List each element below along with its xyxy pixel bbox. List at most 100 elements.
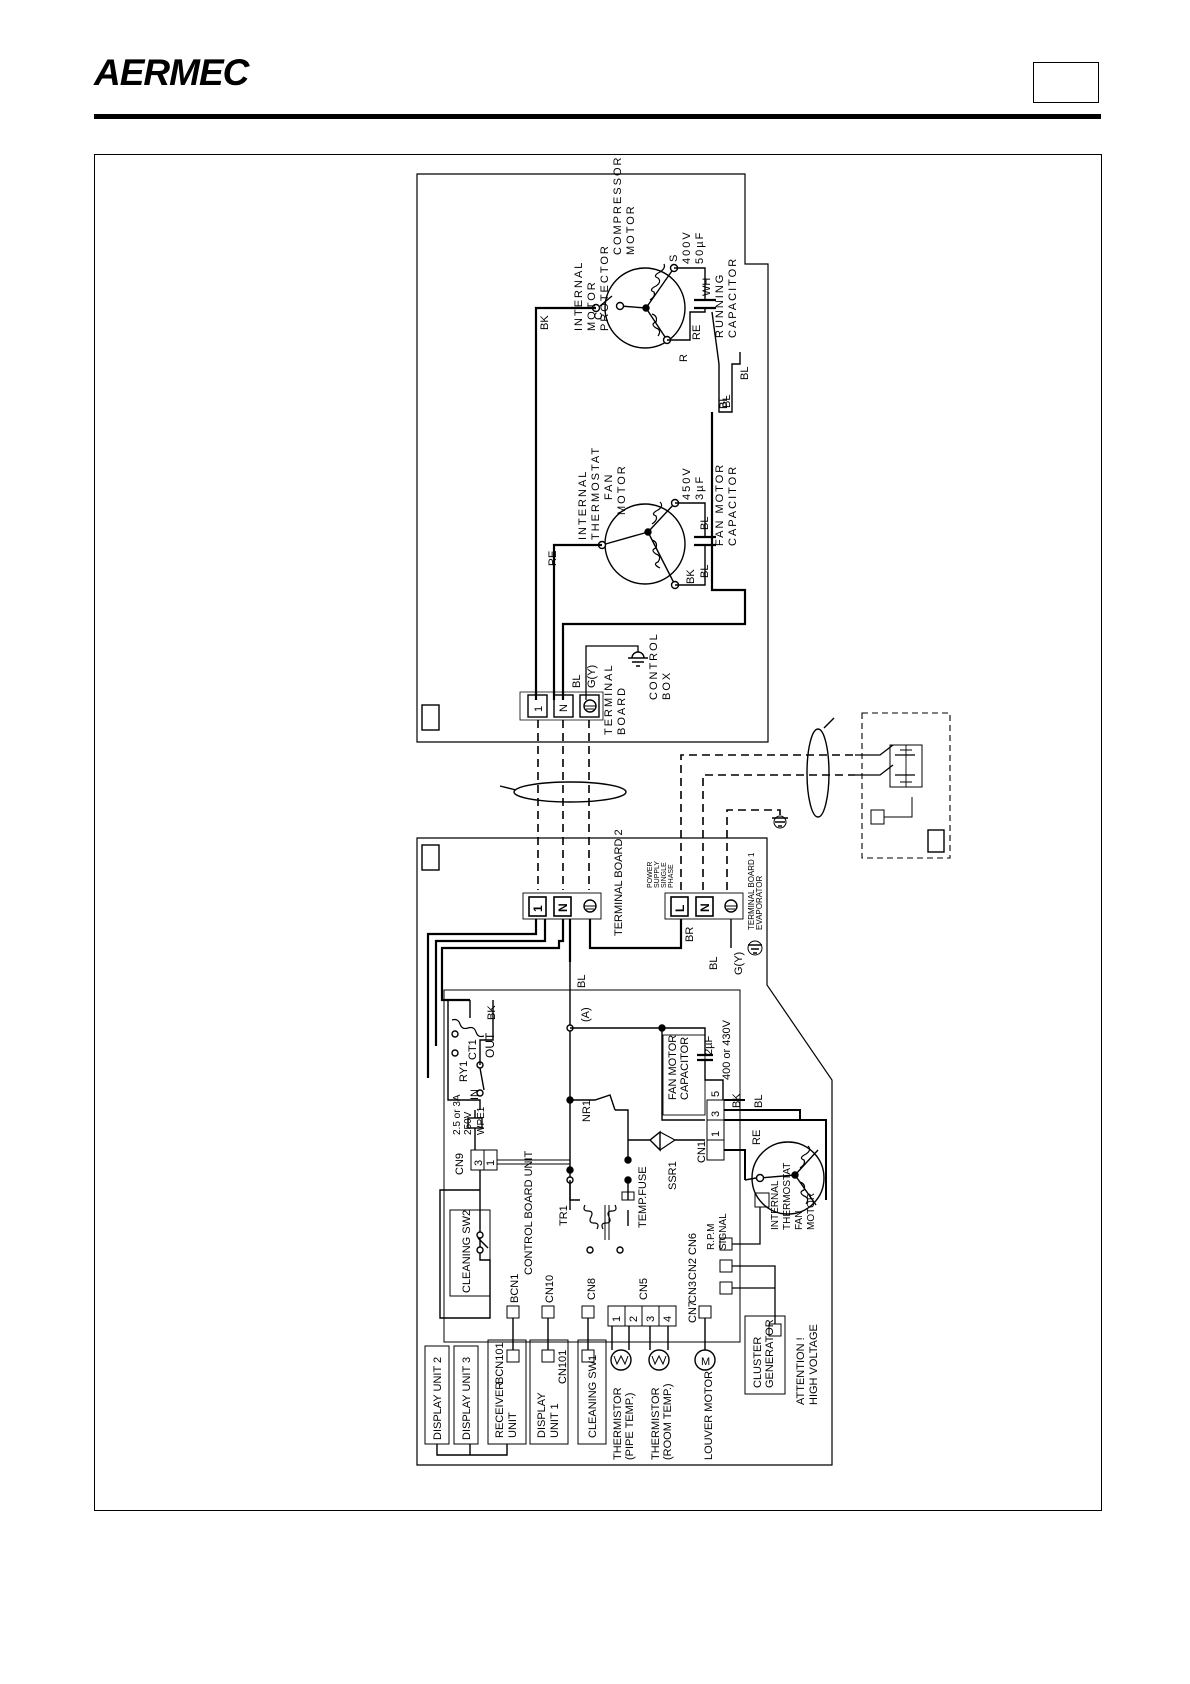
label-2uf: 2µF	[703, 1036, 715, 1055]
label-bl-1: BL	[721, 395, 733, 408]
indoor-unit-box	[416, 837, 833, 1466]
label-tb1-l: L	[673, 905, 687, 912]
label-cn6: CN6	[687, 1233, 699, 1255]
outdoor-terminal-gnd	[579, 694, 600, 718]
label-box: BOX	[661, 671, 673, 700]
label-it-motor: MOTOR	[806, 1193, 817, 1230]
label-signal: SIGNAL	[718, 1213, 729, 1250]
label-receiver-unit: UNIT	[507, 1412, 519, 1438]
label-tr1: TR1	[558, 1205, 570, 1226]
indoor-fan-motor-circle	[751, 1141, 825, 1215]
label-fan-re: RE	[547, 551, 559, 566]
label-in: IN	[469, 1089, 481, 1100]
label-pin-c: C	[593, 312, 605, 320]
label-rpm: R.P.M	[706, 1224, 717, 1251]
label-it-fan: FAN	[794, 1211, 805, 1230]
label-receiver: RECEIVER	[494, 1382, 506, 1438]
label-display-unit-3: DISPLAY UNIT 3	[461, 1357, 473, 1440]
thermistor-room-symbol	[648, 1349, 670, 1371]
label-display-unit-1: UNIT 1	[549, 1403, 561, 1438]
label-fan-bl: BL	[699, 517, 711, 530]
display-unit-3-box	[453, 1345, 479, 1445]
label-out-bl: BL	[571, 675, 583, 688]
label-cleaning-sw1: CLEANING SW1	[587, 1355, 599, 1438]
label-internal: INTERNAL	[573, 261, 585, 331]
cleaning-sw1-box	[577, 1339, 607, 1445]
label-pipe-temp: (PIPE TEMP.)	[624, 1393, 636, 1460]
label-protector: PROTECTOR	[599, 244, 611, 331]
label-compressor-motor: MOTOR	[625, 204, 637, 255]
label-fan-bl-2: BL	[699, 565, 711, 578]
terminal-board-1	[664, 892, 744, 920]
label-cn1-pin5: 5	[710, 1091, 722, 1097]
label-fan-motor: MOTOR	[616, 464, 628, 515]
label-cluster: CLUSTER	[752, 1337, 764, 1388]
label-cn1-pin3: 3	[710, 1111, 722, 1117]
label-cn101: CN101	[557, 1350, 569, 1384]
label-it-internal: INTERNAL	[770, 1180, 781, 1230]
label-thermistor-room: THERMISTOR	[650, 1387, 662, 1460]
label-out-gy: G(Y)	[586, 665, 598, 688]
label-cn1-pin1: 1	[710, 1131, 722, 1137]
label-node-a: (A)	[580, 1007, 592, 1022]
page-header: AERMEC	[0, 0, 1190, 125]
label-nr1: NR1	[581, 1100, 593, 1122]
label-out-board: BOARD	[616, 686, 628, 735]
label-cn7: CN7	[687, 1301, 699, 1323]
label-re: RE	[691, 325, 703, 340]
label-cn5-pin3: 3	[645, 1316, 657, 1322]
cleaning-sw2-box	[449, 1209, 491, 1297]
label-evaporator: EVAPORATOR	[755, 876, 764, 930]
label-motor: MOTOR	[586, 280, 598, 331]
label-wpe1: WPE1	[476, 1106, 487, 1135]
label-power: POWER	[647, 862, 654, 888]
page-number-box	[1033, 62, 1099, 103]
outdoor-fan-motor-circle	[604, 503, 686, 585]
label-bl-2: BL	[739, 367, 751, 380]
label-cn8: CN8	[586, 1278, 598, 1300]
label-fan: FAN	[603, 473, 615, 500]
label-tb1-bl: BL	[708, 957, 720, 970]
label-attention: ATTENTION !	[795, 1337, 807, 1405]
label-cn5-pin1: 1	[611, 1316, 623, 1322]
label-3uf: 3µF	[694, 475, 706, 500]
label-cn5-pin4: 4	[662, 1316, 674, 1322]
label-cn5-pin2: 2	[628, 1316, 640, 1322]
label-fan-thermostat: THERMOSTAT	[590, 446, 602, 540]
label-motor-m: M	[701, 1356, 710, 1368]
label-bk: BK	[539, 315, 551, 330]
outdoor-unit-tag	[421, 704, 440, 731]
label-supply: SUPPLY	[654, 861, 661, 888]
label-bcn1: BCN1	[509, 1274, 521, 1303]
label-fan-motor-cap: FAN MOTOR	[714, 463, 726, 546]
label-cn2: CN2	[687, 1258, 699, 1280]
label-room-temp: (ROOM TEMP.)	[662, 1383, 674, 1460]
label-cn9: CN9	[454, 1153, 466, 1175]
cluster-generator-box	[744, 1315, 786, 1395]
display-unit-1-box	[529, 1339, 569, 1445]
label-cn10: CN10	[544, 1275, 556, 1303]
control-board-box	[443, 989, 741, 1343]
label-generator: GENERATOR	[764, 1319, 776, 1388]
label-tb2-n: N	[556, 903, 570, 912]
label-out-terminal-1: 1	[533, 706, 545, 712]
outdoor-terminal-n	[553, 694, 574, 718]
label-control: CONTROL	[648, 632, 660, 700]
label-ry1: RY1	[458, 1061, 470, 1082]
outdoor-unit-box	[416, 173, 769, 743]
label-it-thermostat: THERMOSTAT	[782, 1163, 793, 1230]
label-fan-capacitor: CAPACITOR	[727, 465, 739, 546]
label-high-voltage: HIGH VOLTAGE	[808, 1324, 820, 1405]
power-supply-cable	[680, 754, 855, 890]
label-running-capacitor: CAPACITOR	[727, 257, 739, 338]
interconnect-cable	[537, 720, 590, 890]
diagram-frame	[94, 154, 1102, 1511]
label-out-terminal: TERMINAL	[603, 663, 615, 735]
label-cn1: CN1	[696, 1141, 708, 1163]
label-cn9-pin3: 3	[473, 1160, 485, 1166]
label-tb2-1: 1	[531, 905, 545, 912]
label-terminal-board-1: TERMINAL BOARD 1	[747, 852, 756, 930]
compressor-motor-circle	[604, 267, 686, 349]
label-temp-fuse: TEMP.FUSE	[637, 1166, 649, 1228]
